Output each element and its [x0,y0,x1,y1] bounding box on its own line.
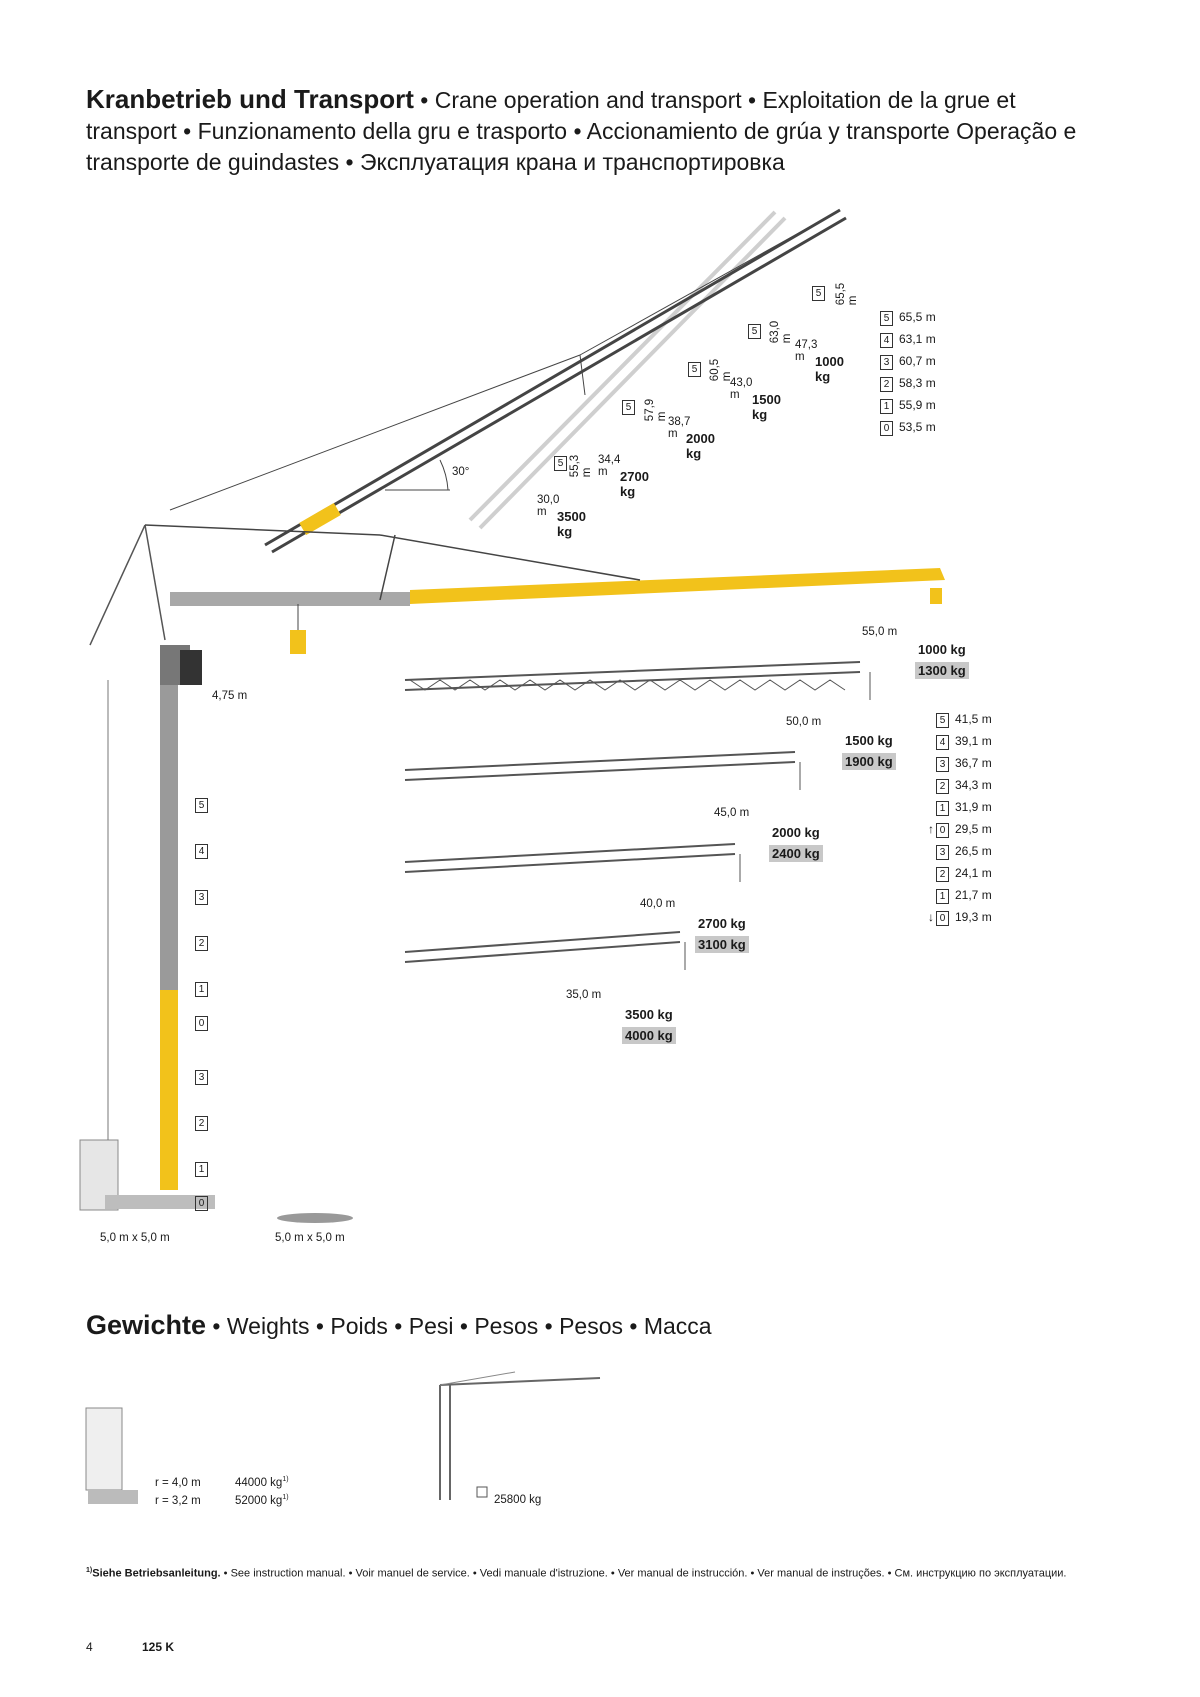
tower-section: 5 [195,795,214,841]
tower [79,524,215,1211]
luff-height: 60,5 m [709,358,734,382]
jib-load: 3500 kg [625,1007,673,1022]
tower-section: 3 [195,887,214,933]
tower-section: 2 [195,1113,214,1159]
luff-load: 1000 kg [815,354,844,384]
weights-title-rest: • Weights • Poids • Pesi • Pesos • Pesos… [206,1313,712,1339]
jib-radius: 45,0 m [714,807,750,819]
luff-height: 63,0 m [769,320,794,344]
luff-height: 65,5 m [835,282,860,306]
offset-label: 4,75 m [212,690,248,702]
crane-weight: 25800 kg [494,1494,542,1506]
luffing-jib-ghost [468,210,787,530]
luff-box: 5 [748,324,761,339]
jib-radius: 55,0 m [862,626,898,638]
horizontal-jib [144,524,945,654]
title-bold: Kranbetrieb und Transport [86,84,414,114]
luff-height: 55,3 m [569,454,594,478]
tower-section: 1 [195,979,214,1013]
luff-box: 5 [812,286,831,301]
jib-load-alt: 2400 kg [769,845,823,862]
luff-load: 1500 kg [752,392,781,422]
page-title: Kranbetrieb und Transport • Crane operat… [86,84,1086,178]
tower-section: 3 [195,1067,214,1113]
jib-radius: 35,0 m [566,989,602,1001]
jib-load-alt: 1300 kg [915,662,969,679]
jib-load-alt: 1900 kg [842,753,896,770]
tower-section: 4 [195,841,214,887]
luff-height: 57,9 m [644,398,669,422]
tower-sections: 5 4 3 2 1 0 3 2 1 0 [195,795,214,1223]
model-name: 125 K [142,1640,175,1654]
base-flat [277,1213,353,1223]
base-label: 5,0 m x 5,0 m [100,1232,170,1244]
weights-title: Gewichte • Weights • Poids • Pesi • Peso… [86,1310,712,1341]
footnote: 1)Siehe Betriebsanleitung. • See instruc… [86,1567,1067,1580]
jib-load: 1000 kg [918,642,966,657]
luff-load: 2700 kg [620,469,649,499]
weights-drawings [85,1371,601,1504]
luff-radius: 30,0 m [537,494,560,518]
luff-radius: 43,0 m [730,377,753,401]
tower-section: 0 [195,1013,214,1067]
luff-load: 3500 kg [557,509,586,539]
tower-section: 1 [195,1159,214,1193]
jib-load: 1500 kg [845,733,893,748]
luff-radius: 47,3 m [795,339,818,363]
luffing-jib [169,208,847,554]
luff-load: 2000 kg [686,431,715,461]
jib-load-alt: 3100 kg [695,936,749,953]
jib-load: 2000 kg [772,825,820,840]
jib-radius: 40,0 m [640,898,676,910]
tower-section: 2 [195,933,214,979]
base-label: 5,0 m x 5,0 m [275,1232,345,1244]
jib-load-alt: 4000 kg [622,1027,676,1044]
shorter-jibs [404,661,871,970]
luff-box: 5 [622,400,635,415]
luff-radius: 34,4 m [598,454,621,478]
title-rest: • Crane operation and transport • Exploi… [86,87,1077,175]
luff-radius: 38,7 m [668,416,691,440]
luff-box: 5 [554,456,567,471]
weights-title-bold: Gewichte [86,1310,207,1340]
luff-box: 5 [688,362,701,377]
luffing-logo-band [299,502,341,536]
luffing-angle: 30° [452,466,470,478]
tower-section: 0 [195,1193,214,1223]
jib-radius: 50,0 m [786,716,822,728]
jib-load: 2700 kg [698,916,746,931]
page-number: 4 [86,1640,93,1654]
